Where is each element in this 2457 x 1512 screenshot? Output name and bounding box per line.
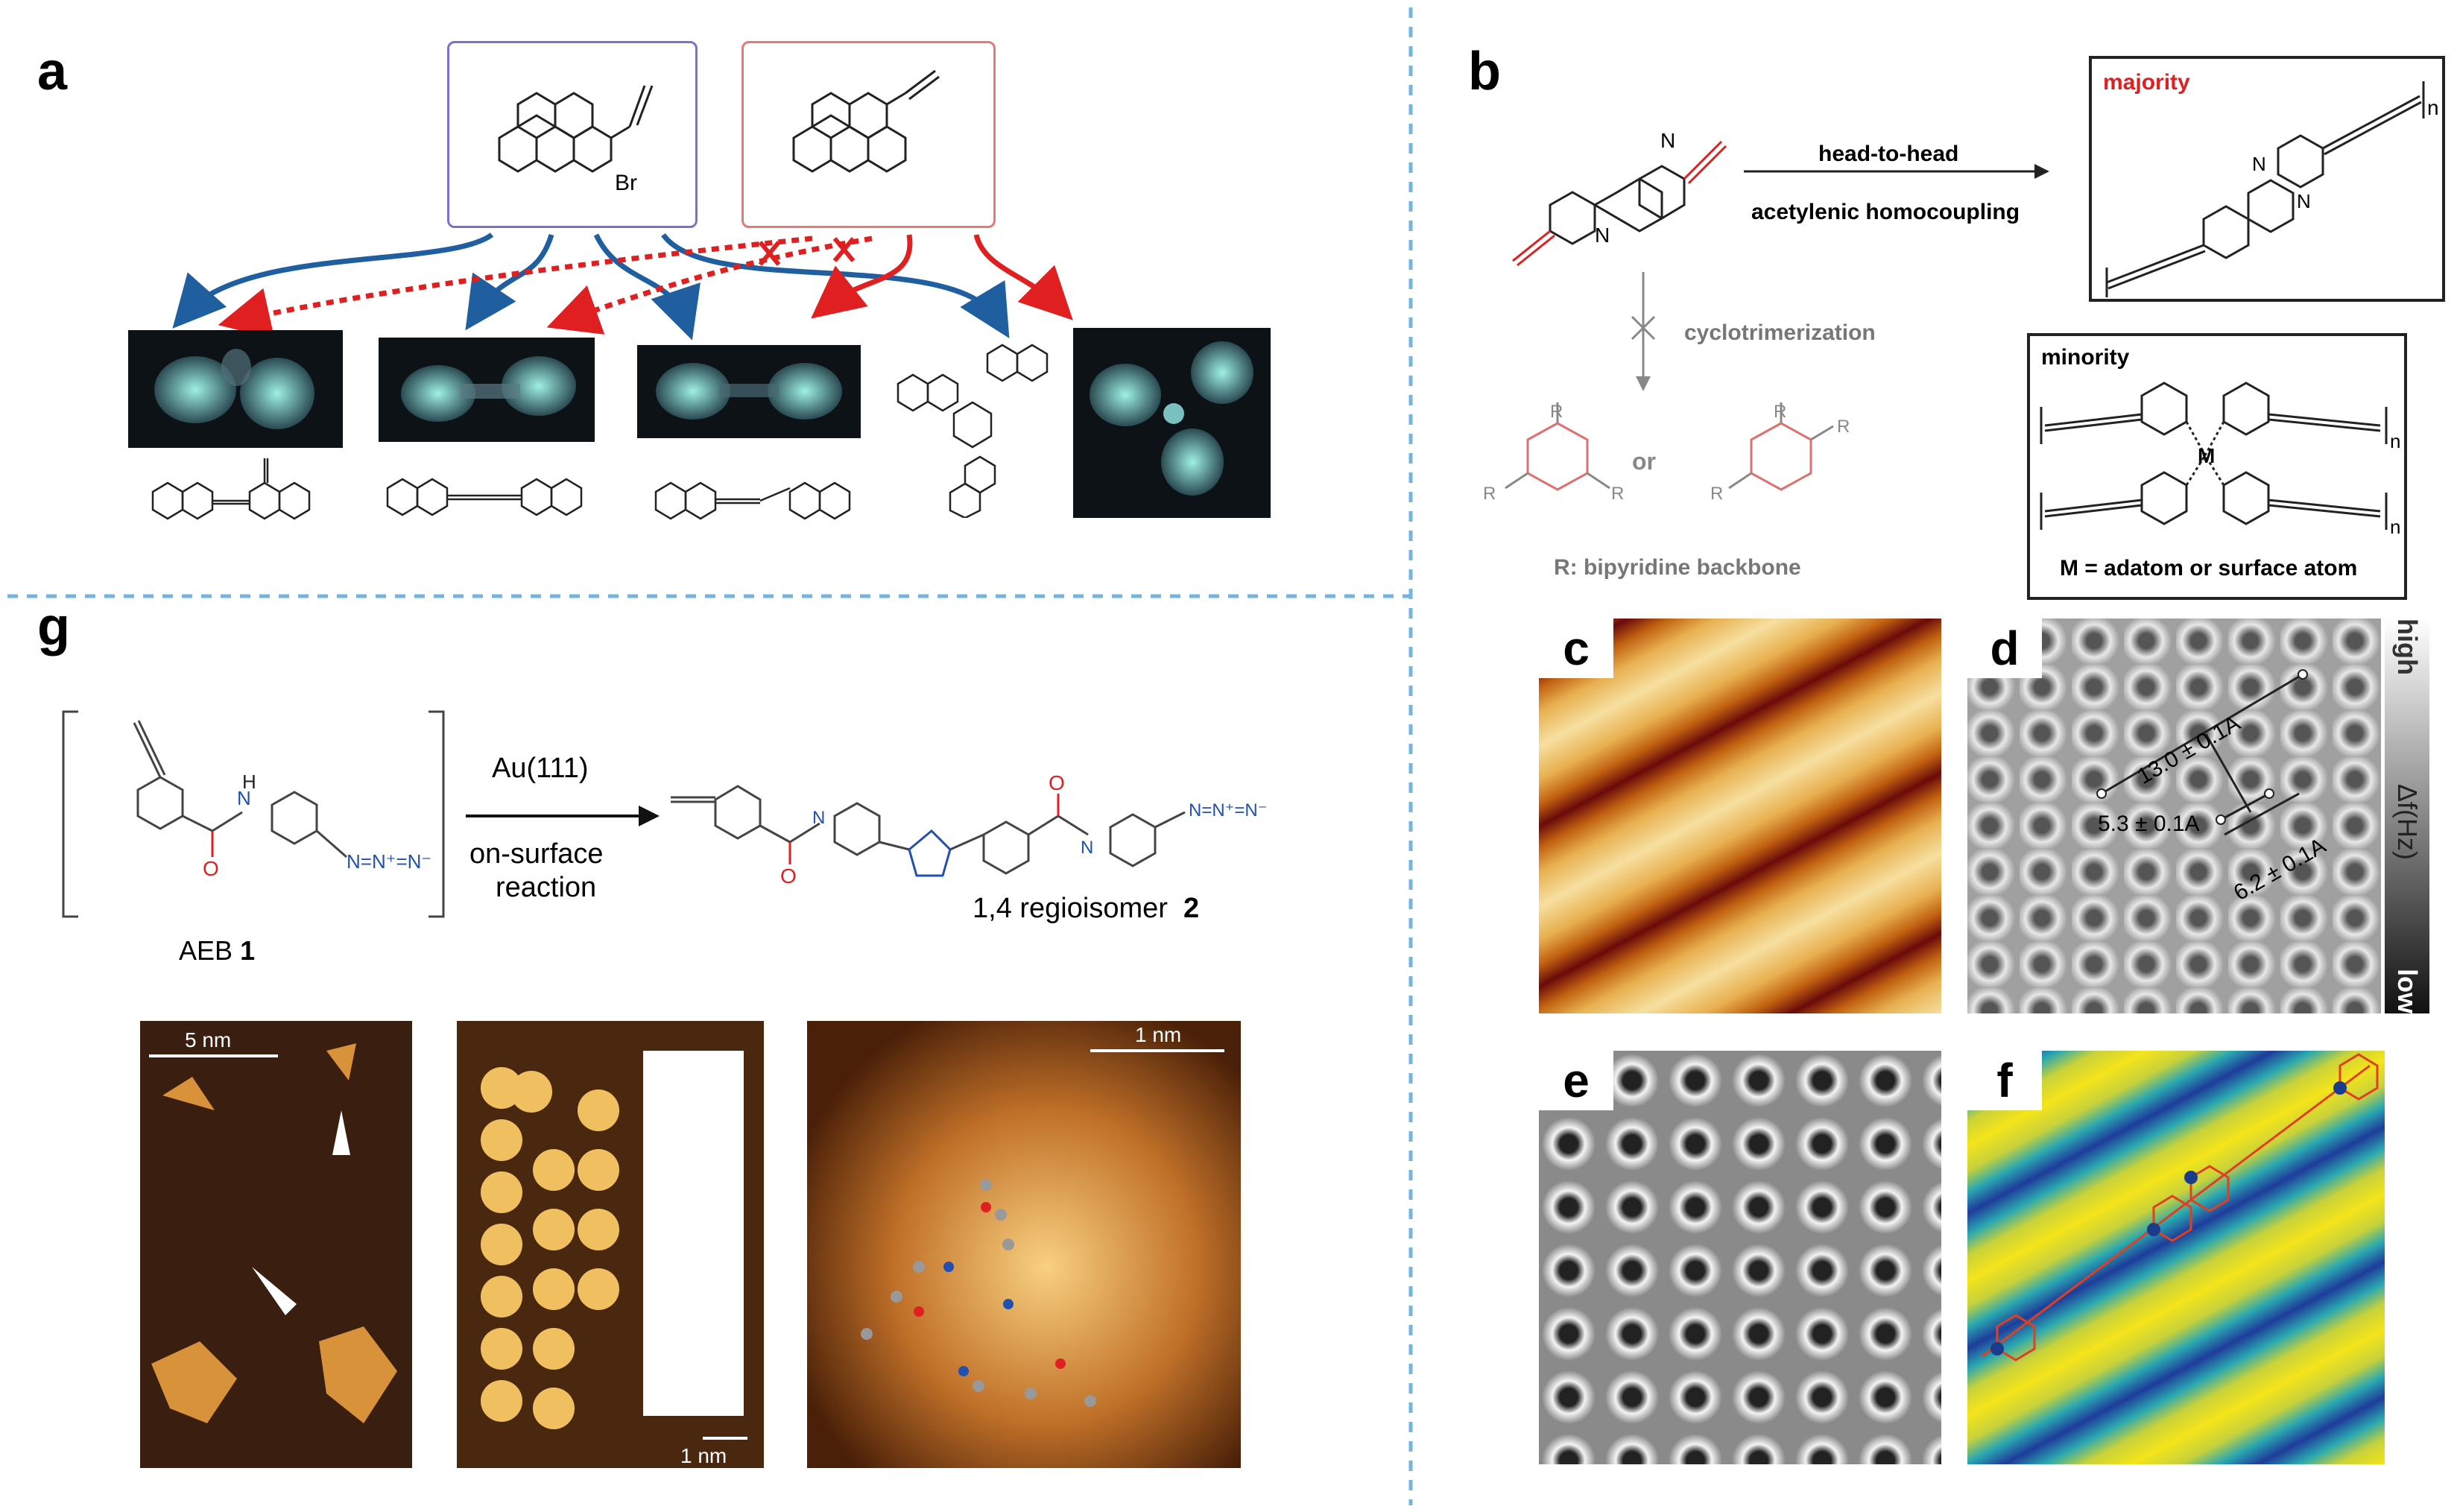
arrow-label-bottom: acetylenic homocoupling: [1751, 200, 2020, 224]
minority-caption: M = adatom or surface atom: [2060, 556, 2358, 581]
cyclo-arrow: [1631, 272, 1656, 391]
scale-low: low: [2392, 968, 2423, 1013]
bipyridine-monomer: N N: [1512, 129, 1727, 267]
product-label: 1,4 regioisomer 2: [973, 893, 1199, 925]
svg-text:H: H: [242, 771, 256, 793]
measure-1: 13.0 ± 0.1A: [2134, 711, 2245, 789]
afm-image-e: e: [1539, 1051, 1941, 1464]
stm-image-a1: [128, 330, 343, 448]
scale-high: high: [2392, 619, 2423, 675]
ethynyl-pyrene-structure: [792, 69, 940, 173]
panel-letter-d: d: [1967, 619, 2042, 678]
stm-image-a3: [637, 345, 861, 438]
arrow-reaction: reaction: [496, 872, 597, 903]
svg-text:N: N: [2252, 153, 2266, 175]
stm-image-a4: [1073, 328, 1271, 518]
coupling-arrow: [1744, 164, 2049, 179]
scale-1nm-b: 1 nm: [1135, 1023, 1182, 1046]
stm-image-g3: 1 nm: [807, 1021, 1241, 1468]
scale-mid: Δf(Hz): [2392, 783, 2423, 860]
r-caption: R: bipyridine backbone: [1554, 555, 1801, 580]
cyclo-label: cyclotrimerization: [1684, 320, 1876, 345]
reactant-label: AEB 1: [179, 935, 255, 967]
svg-text:M: M: [2198, 444, 2215, 467]
ethynyl-pyrene-box: [741, 41, 996, 228]
panel-letter-e: e: [1539, 1051, 1613, 1110]
stm-image-g2: 1 nm: [457, 1021, 764, 1468]
svg-text:O: O: [780, 864, 797, 888]
product-structure-3: [654, 481, 851, 520]
bromo-pyrene-box: [447, 41, 698, 228]
product-structure-1: [151, 458, 311, 520]
reactant-bracket: O N H N=N⁺=N⁻: [62, 710, 445, 918]
panel-letter-f: f: [1967, 1051, 2042, 1110]
majority-label: majority: [2103, 70, 2190, 95]
cyclotrimer-products: R R R R R R or: [1483, 402, 1850, 504]
product-structure-2: [386, 478, 583, 516]
svg-text:N=N⁺=N⁻: N=N⁺=N⁻: [1189, 800, 1267, 820]
scale-1nm-a: 1 nm: [680, 1444, 727, 1467]
minority-label: minority: [2041, 345, 2130, 370]
arrow-on-surface: on-surface: [469, 838, 604, 870]
svg-text:R: R: [1611, 484, 1624, 504]
panel-letter-b: b: [1468, 42, 1501, 101]
measure-2: 5.3 ± 0.1A: [2098, 812, 2200, 836]
svg-text:N: N: [1660, 129, 1675, 152]
svg-text:R: R: [1550, 402, 1563, 422]
afm-image-d: d 13.0 ± 0.1A 5.3 ± 0.1A 6.2 ± 0.1A: [1967, 619, 2381, 1013]
svg-text:n: n: [2390, 516, 2400, 538]
reaction-arrows-a: [172, 233, 1073, 341]
reactant-name: AEB: [179, 935, 233, 966]
br-label: Br: [615, 171, 637, 195]
svg-text:N=N⁺=N⁻: N=N⁺=N⁻: [347, 850, 431, 873]
product-number: 2: [1183, 893, 1200, 924]
svg-text:or: or: [1632, 448, 1656, 475]
minority-box: minority M n n M = adatom or surface ato…: [2027, 333, 2407, 600]
measure-3: 6.2 ± 0.1A: [2230, 833, 2330, 905]
colorbar-labels: high Δf(Hz) low: [2388, 619, 2426, 1013]
panel-letter-g: g: [37, 597, 70, 657]
scale-5nm: 5 nm: [185, 1028, 232, 1051]
stm-image-a2: [379, 338, 595, 442]
product-structure-g: O O N N N=N⁺=N⁻: [671, 771, 1267, 888]
bromo-pyrene-structure: Br: [498, 85, 654, 195]
stm-image-g1: 5 nm: [140, 1021, 412, 1468]
svg-text:n: n: [2427, 96, 2439, 119]
svg-text:R: R: [1483, 484, 1496, 504]
svg-text:R: R: [1837, 417, 1850, 437]
panel-letter-c: c: [1539, 619, 1613, 678]
product-name: 1,4 regioisomer: [973, 893, 1168, 924]
arrow-au111: Au(111): [492, 753, 589, 784]
svg-text:R: R: [1774, 402, 1786, 422]
trimer-structure: [897, 344, 1049, 518]
svg-text:N: N: [812, 808, 825, 828]
svg-text:N: N: [237, 787, 251, 809]
svg-text:O: O: [1049, 771, 1065, 794]
simulated-image-f: f: [1967, 1051, 2385, 1464]
afm-image-c: c: [1539, 619, 1941, 1013]
reaction-arrow-g: [466, 806, 660, 826]
majority-box: majority n N N: [2089, 56, 2445, 302]
measurement-lines: 13.0 ± 0.1A 5.3 ± 0.1A 6.2 ± 0.1A: [2096, 669, 2330, 905]
svg-text:O: O: [203, 857, 219, 880]
svg-text:N: N: [1081, 838, 1093, 858]
svg-text:R: R: [1710, 484, 1723, 504]
svg-text:N: N: [1595, 224, 1610, 247]
arrow-label-top: head-to-head: [1818, 142, 1959, 166]
colorbar: [2385, 619, 2429, 1013]
reactant-number: 1: [240, 935, 256, 966]
molecule-overlay: [1982, 1053, 2379, 1361]
panel-letter-a: a: [37, 42, 68, 101]
svg-text:n: n: [2390, 430, 2400, 452]
svg-text:N: N: [2297, 190, 2311, 212]
